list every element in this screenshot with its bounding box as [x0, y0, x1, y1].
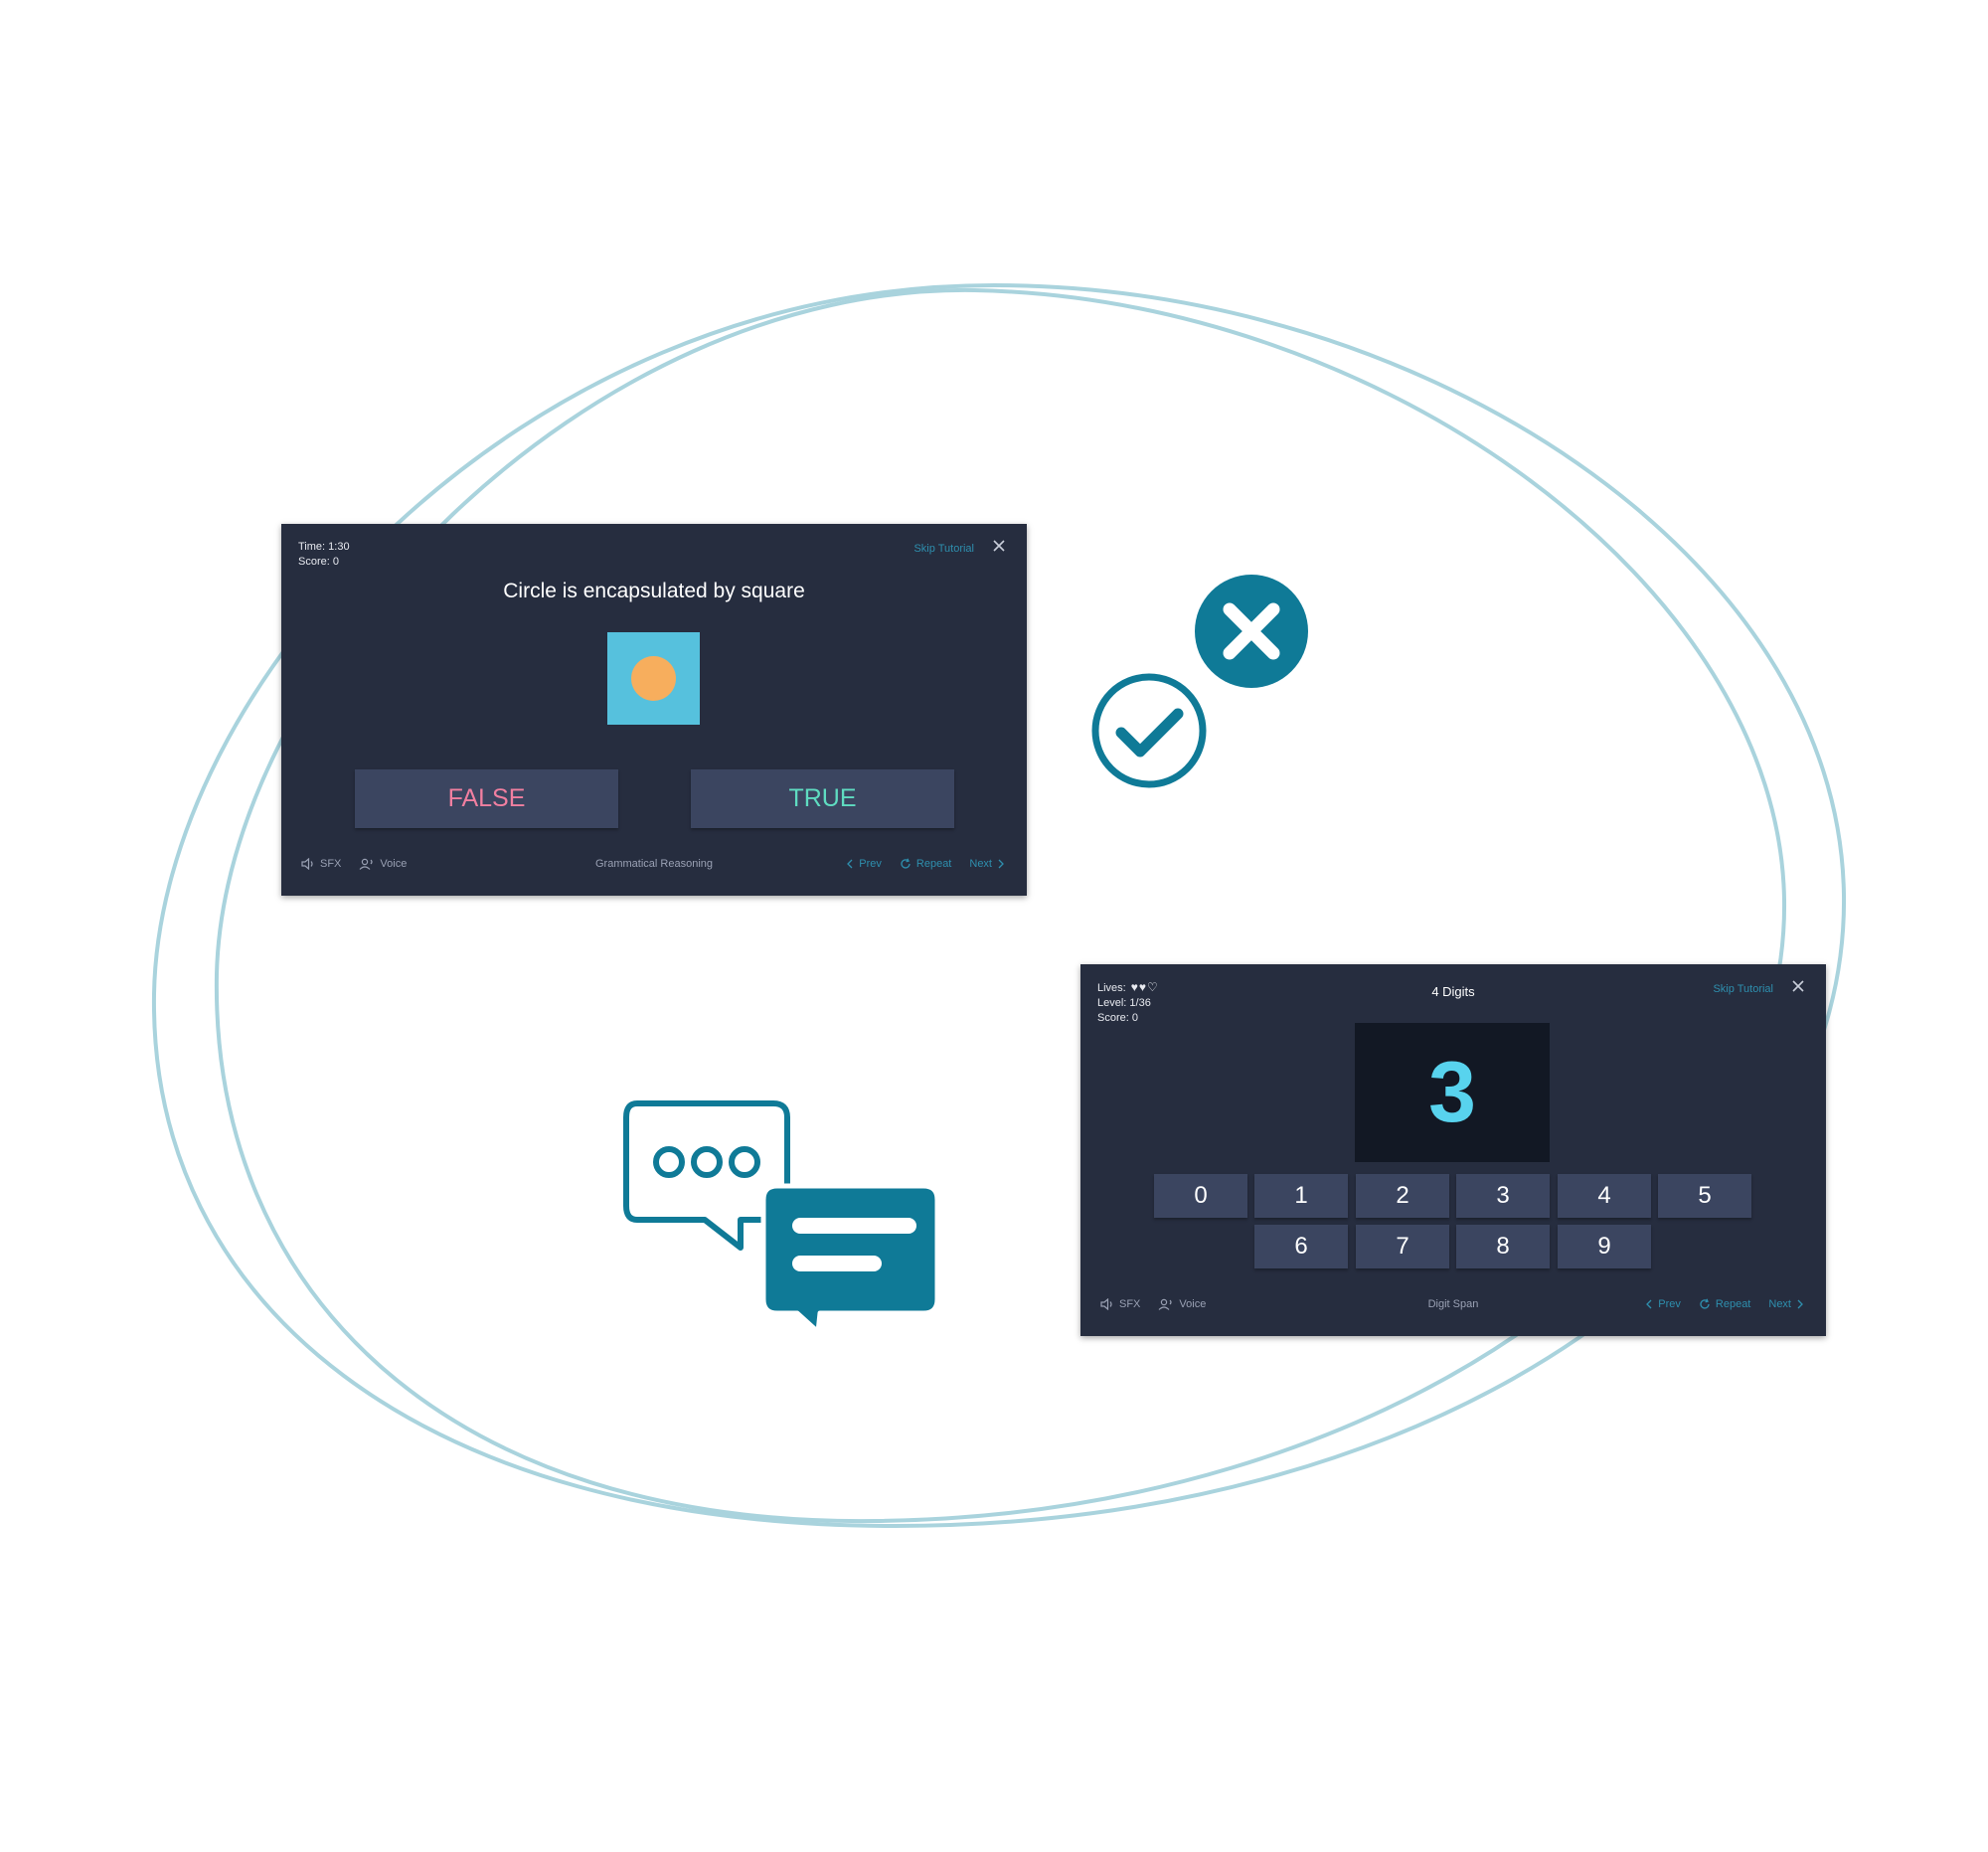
- next-label: Next: [969, 858, 992, 870]
- time-label: Time:: [298, 541, 326, 553]
- voice-label: Voice: [1179, 1298, 1207, 1310]
- circle-figure: [631, 656, 676, 701]
- repeat-icon: [901, 858, 911, 869]
- repeat-button[interactable]: Repeat: [900, 858, 951, 870]
- key-5[interactable]: 5: [1658, 1174, 1751, 1218]
- time-value: 1:30: [328, 541, 350, 553]
- square-figure: [607, 632, 700, 725]
- close-icon[interactable]: [1790, 978, 1806, 994]
- sfx-label: SFX: [320, 858, 342, 870]
- voice-toggle[interactable]: Voice: [359, 858, 407, 870]
- x-circle-icon: [1195, 575, 1308, 688]
- chevron-right-icon: [1797, 1299, 1803, 1309]
- key-7[interactable]: 7: [1356, 1225, 1449, 1268]
- true-button[interactable]: TRUE: [691, 769, 954, 828]
- repeat-label: Repeat: [1715, 1298, 1751, 1310]
- speaker-icon: [301, 858, 313, 870]
- key-9[interactable]: 9: [1558, 1225, 1651, 1268]
- repeat-label: Repeat: [915, 858, 952, 870]
- speaker-icon: [1100, 1298, 1112, 1310]
- game-name: Digit Span: [1427, 1298, 1479, 1310]
- voice-icon: [1158, 1298, 1173, 1310]
- next-button[interactable]: Next: [1768, 1298, 1804, 1310]
- repeat-button[interactable]: Repeat: [1699, 1298, 1750, 1310]
- sfx-toggle[interactable]: SFX: [301, 858, 341, 870]
- prev-label: Prev: [1658, 1298, 1681, 1310]
- prev-button[interactable]: Prev: [1645, 1298, 1681, 1310]
- chevron-right-icon: [998, 859, 1004, 869]
- lives-label: Lives:: [1097, 982, 1126, 994]
- key-2[interactable]: 2: [1356, 1174, 1449, 1218]
- key-6[interactable]: 6: [1254, 1225, 1348, 1268]
- stats-block: Lives: ♥♥♡ Level: 1/36 Score: 0: [1097, 980, 1159, 1026]
- question-text: Circle is encapsulated by square: [503, 580, 805, 602]
- game-name: Grammatical Reasoning: [595, 858, 713, 870]
- score-label: Score:: [298, 556, 330, 568]
- current-digit: 3: [1428, 1044, 1476, 1140]
- voice-icon: [359, 858, 374, 870]
- score-label: Score:: [1097, 1012, 1129, 1024]
- key-0[interactable]: 0: [1154, 1174, 1247, 1218]
- false-button[interactable]: FALSE: [355, 769, 618, 828]
- key-8[interactable]: 8: [1456, 1225, 1550, 1268]
- panel-footer: SFX Voice Digit Span Prev Repeat: [1080, 1298, 1826, 1314]
- close-icon[interactable]: [991, 538, 1007, 554]
- chevron-left-icon: [1646, 1299, 1652, 1309]
- check-circle-icon: [1091, 673, 1207, 788]
- chevron-left-icon: [847, 859, 853, 869]
- digit-span-panel: Lives:♥♥♡ Level: 1/36 Score: 0 4 Digits …: [1080, 964, 1826, 1336]
- lives-hearts: ♥♥♡: [1130, 980, 1159, 994]
- key-1[interactable]: 1: [1254, 1174, 1348, 1218]
- level-label: Level:: [1097, 997, 1127, 1009]
- next-label: Next: [1768, 1298, 1791, 1310]
- level-value: 1/36: [1129, 997, 1151, 1009]
- key-3[interactable]: 3: [1456, 1174, 1550, 1218]
- digit-display: 3: [1355, 1023, 1550, 1162]
- skip-tutorial-link[interactable]: Skip Tutorial: [1713, 983, 1773, 995]
- prev-label: Prev: [859, 858, 882, 870]
- next-button[interactable]: Next: [969, 858, 1005, 870]
- score-value: 0: [332, 556, 339, 568]
- stats-block: Time: 1:30 Score: 0: [298, 540, 350, 570]
- voice-label: Voice: [380, 858, 408, 870]
- repeat-icon: [1700, 1298, 1710, 1309]
- prev-button[interactable]: Prev: [846, 858, 882, 870]
- key-4[interactable]: 4: [1558, 1174, 1651, 1218]
- voice-toggle[interactable]: Voice: [1158, 1298, 1206, 1310]
- sfx-toggle[interactable]: SFX: [1100, 1298, 1140, 1310]
- chat-bubbles-icon: [623, 1100, 940, 1332]
- panel-title: 4 Digits: [1431, 984, 1475, 999]
- panel-footer: SFX Voice Grammatical Reasoning Prev Rep…: [281, 858, 1027, 874]
- grammatical-reasoning-panel: Time: 1:30 Score: 0 Skip Tutorial Circle…: [281, 524, 1027, 896]
- sfx-label: SFX: [1119, 1298, 1141, 1310]
- skip-tutorial-link[interactable]: Skip Tutorial: [913, 543, 974, 555]
- score-value: 0: [1131, 1012, 1138, 1024]
